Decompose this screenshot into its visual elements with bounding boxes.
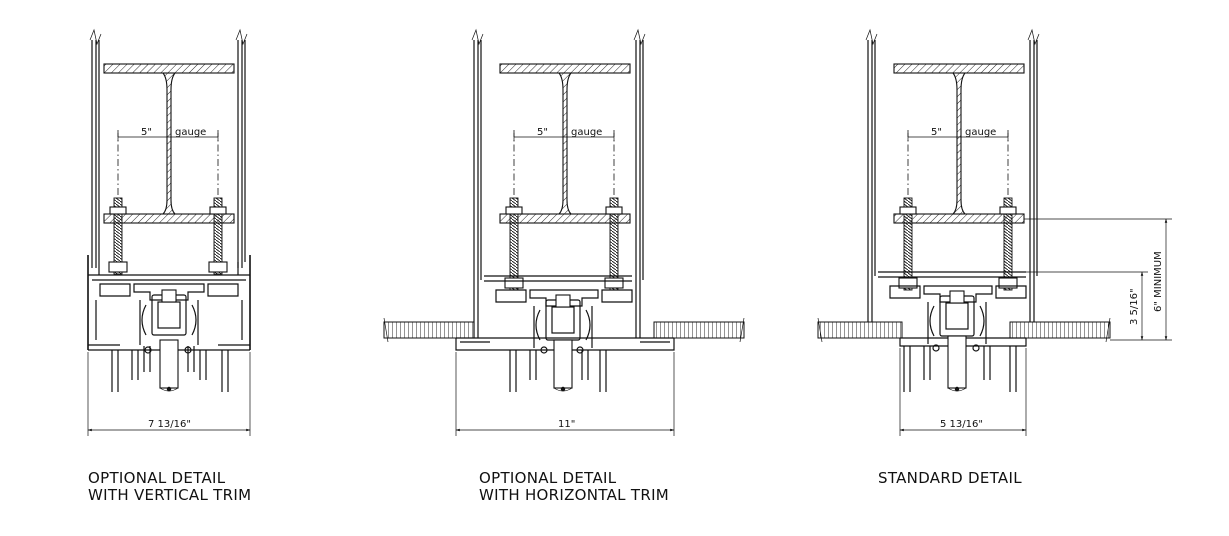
glazing-clamp	[533, 294, 593, 348]
gauge-dim-text: 5"	[931, 127, 942, 138]
frame-extrusion	[878, 271, 1027, 303]
steel-i-beam	[893, 63, 1025, 224]
detail-horizontal-trim: 5" gauge	[383, 28, 745, 436]
width-dimension: 5 13/16"	[899, 348, 1027, 436]
gauge-label: gauge	[571, 127, 602, 138]
gauge-dimension: 5" gauge	[117, 127, 219, 198]
caption-standard: STANDARD DETAIL	[878, 470, 1022, 487]
gasket-legs	[903, 335, 1017, 392]
caption-line-1: STANDARD DETAIL	[878, 469, 1022, 487]
glazing-clamp	[139, 289, 199, 345]
width-dim-text: 7 13/16"	[148, 419, 191, 430]
detail-vertical-trim: 5" gauge	[87, 28, 251, 436]
anchor-bolts	[898, 197, 1018, 291]
width-dim-text: 11"	[558, 419, 575, 430]
gasket-legs	[111, 339, 229, 392]
frame-extrusion	[87, 255, 251, 351]
width-dimension: 11"	[455, 352, 675, 436]
gauge-dimension: 5" gauge	[513, 127, 615, 198]
gasket-legs	[509, 339, 607, 392]
width-dim-text: 5 13/16"	[940, 419, 983, 430]
vertical-dimensions: 3 5/16" 6" MINIMUM	[1024, 218, 1172, 341]
caption-line-2: WITH VERTICAL TRIM	[88, 486, 252, 504]
steel-i-beam	[103, 63, 235, 224]
mullion-walls	[471, 28, 646, 338]
width-dimension: 7 13/16"	[87, 352, 251, 436]
gauge-dim-text: 5"	[141, 127, 152, 138]
gauge-dimension: 5" gauge	[907, 127, 1009, 198]
horizontal-trim-panels	[383, 317, 745, 351]
gauge-dim-text: 5"	[537, 127, 548, 138]
height-dim-text: 3 5/16"	[1129, 288, 1140, 325]
floor-slab-panels	[817, 317, 1111, 347]
caption-line-1: OPTIONAL DETAIL	[88, 469, 226, 487]
anchor-bolts	[108, 197, 228, 275]
mullion-walls	[89, 28, 248, 268]
steel-i-beam	[499, 63, 631, 224]
caption-horizontal-trim: OPTIONAL DETAIL WITH HORIZONTAL TRIM	[479, 470, 669, 504]
detail-standard: 5" gauge	[817, 28, 1172, 436]
minimum-dim-text: 6" MINIMUM	[1153, 251, 1164, 312]
mullion-walls	[865, 28, 1040, 322]
gauge-label: gauge	[965, 127, 996, 138]
caption-line-1: OPTIONAL DETAIL	[479, 469, 617, 487]
frame-extrusion	[484, 275, 633, 307]
caption-vertical-trim: OPTIONAL DETAIL WITH VERTICAL TRIM	[88, 470, 251, 504]
glazing-clamp	[927, 290, 987, 344]
caption-line-2: WITH HORIZONTAL TRIM	[479, 486, 670, 504]
gauge-label: gauge	[175, 127, 206, 138]
